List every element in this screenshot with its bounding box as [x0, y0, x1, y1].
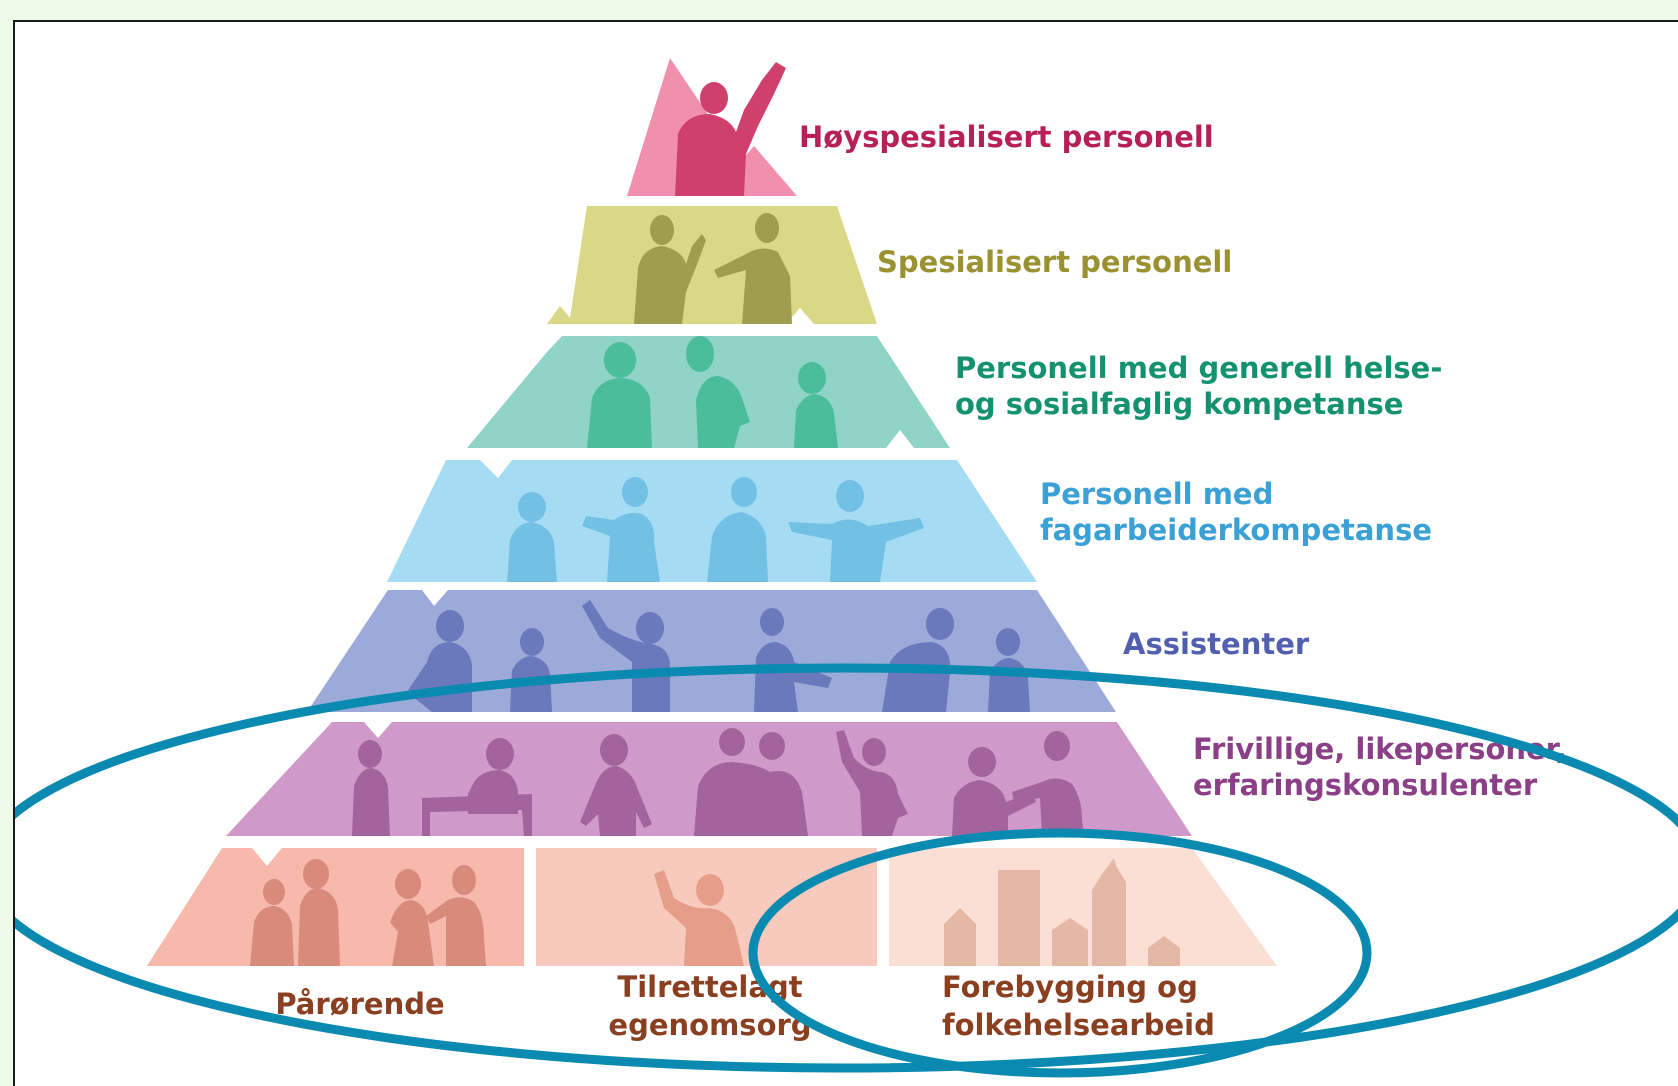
label-line: Pårørende: [275, 987, 444, 1021]
person-figures: [654, 870, 744, 966]
person-figures: [675, 62, 786, 196]
diagram-frame: Høyspesialisert personell Spesialisert p…: [13, 20, 1678, 1086]
label-line: egenomsorg: [608, 1008, 811, 1042]
tier-hoyspesialisert: Høyspesialisert personell: [627, 58, 1214, 196]
person-figures: [352, 728, 1084, 836]
person-figures: [634, 213, 792, 324]
label-line: fagarbeiderkompetanse: [1040, 513, 1432, 547]
base-parorende: Pårørende: [147, 848, 524, 1021]
person-figures: [587, 336, 838, 448]
highlight-ellipse-large: [15, 663, 1678, 1073]
tier-label: Personell med generell helse-og sosialfa…: [955, 351, 1442, 421]
tier-generell: Personell med generell helse-og sosialfa…: [467, 336, 1442, 448]
buildings: [944, 858, 1180, 966]
competence-pyramid: Høyspesialisert personell Spesialisert p…: [15, 58, 1678, 1078]
tier-label: Høyspesialisert personell: [799, 120, 1214, 154]
label-line: Spesialisert personell: [877, 245, 1232, 279]
base-forebygging: Forebygging og folkehelsearbeid: [889, 848, 1277, 1042]
label-line: Personell med generell helse-: [955, 351, 1442, 385]
tier-spesialisert: Spesialisert personell: [547, 206, 1232, 324]
tier-frivillige: Frivillige, likepersoner,erfaringskonsul…: [226, 722, 1567, 836]
person-figures: [507, 477, 924, 582]
label-line: og sosialfaglig kompetanse: [955, 387, 1403, 421]
tier-label: Assistenter: [1123, 627, 1310, 661]
label-line: Frivillige, likepersoner,: [1193, 732, 1567, 766]
label-line: Personell med: [1040, 477, 1273, 511]
highlight-ellipse-small: [748, 828, 1372, 1078]
tier-label: Spesialisert personell: [877, 245, 1232, 279]
base-label: Pårørende: [275, 987, 444, 1021]
tier-assistenter: Assistenter: [307, 590, 1310, 712]
label-line: Forebygging og: [942, 970, 1198, 1004]
label-line: Assistenter: [1123, 627, 1310, 661]
base-band: [889, 848, 1277, 966]
label-line: Høyspesialisert personell: [799, 120, 1214, 154]
label-line: erfaringskonsulenter: [1193, 768, 1538, 802]
person-figures: [407, 600, 1030, 712]
base-label: Forebygging og folkehelsearbeid: [942, 970, 1215, 1042]
tier-band: [547, 206, 877, 324]
label-line: folkehelsearbeid: [942, 1008, 1215, 1042]
person-figures: [250, 859, 486, 966]
